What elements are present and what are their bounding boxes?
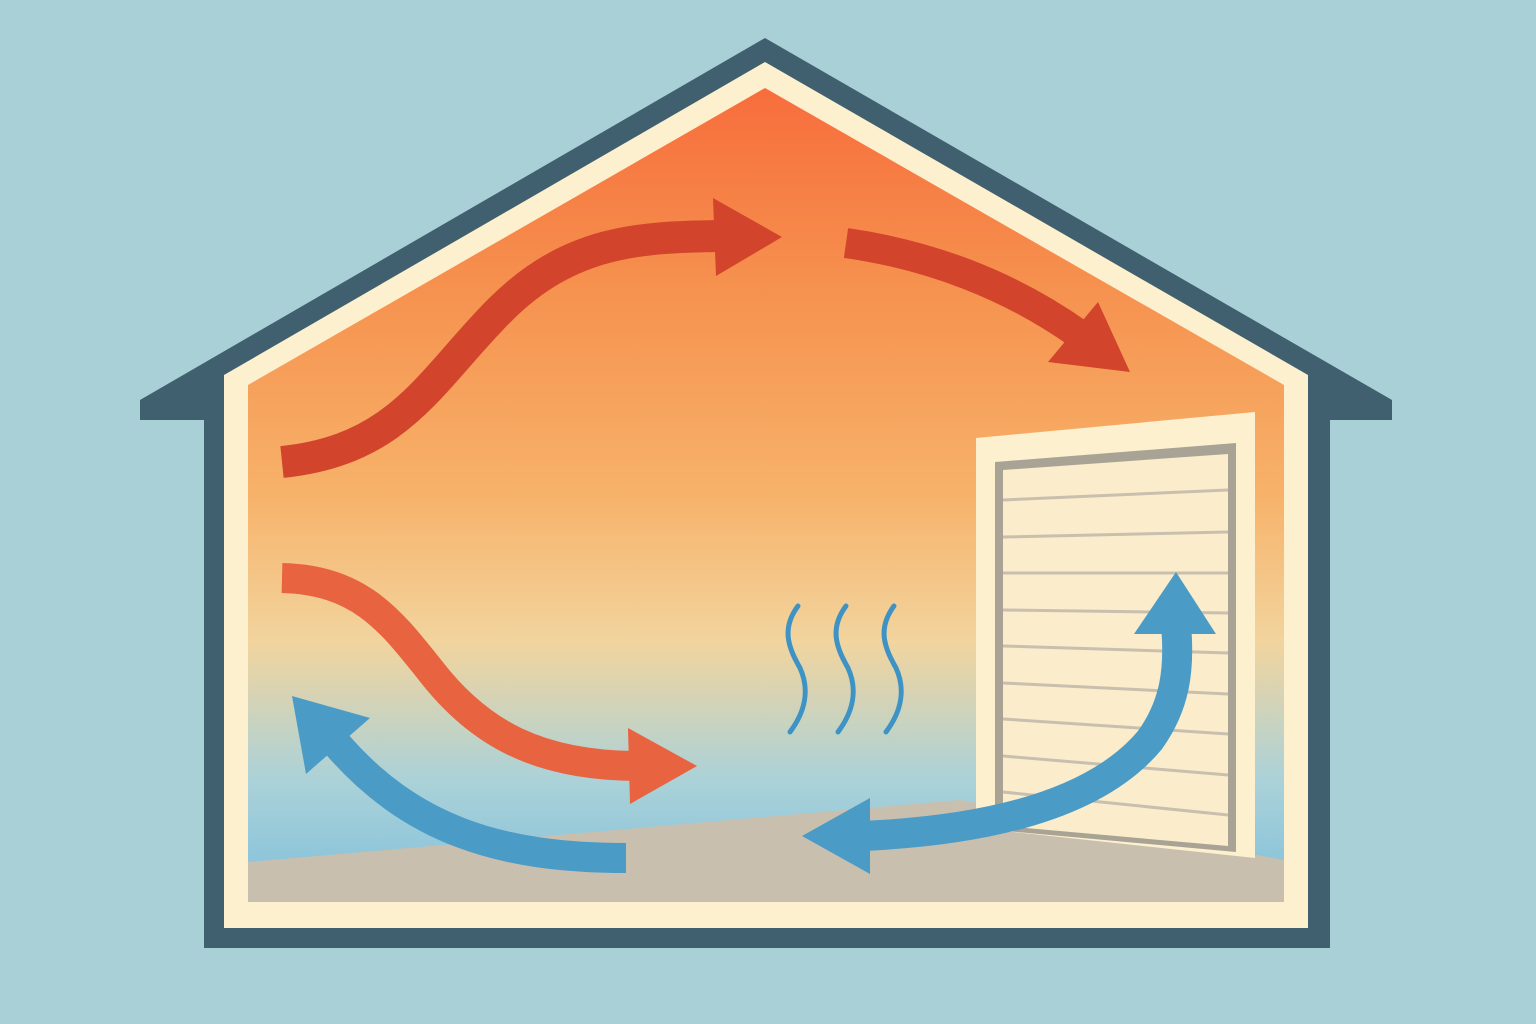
- garage-door-icon: [976, 412, 1255, 858]
- heat-waves-icon: [785, 603, 904, 735]
- hot-air-arrow-icon: [843, 228, 1130, 372]
- cool-air-arrow-icon: [802, 572, 1216, 874]
- hot-air-arrow-icon: [280, 198, 782, 478]
- cool-air-arrow-icon: [292, 696, 627, 873]
- hot-air-arrow-icon: [281, 563, 697, 804]
